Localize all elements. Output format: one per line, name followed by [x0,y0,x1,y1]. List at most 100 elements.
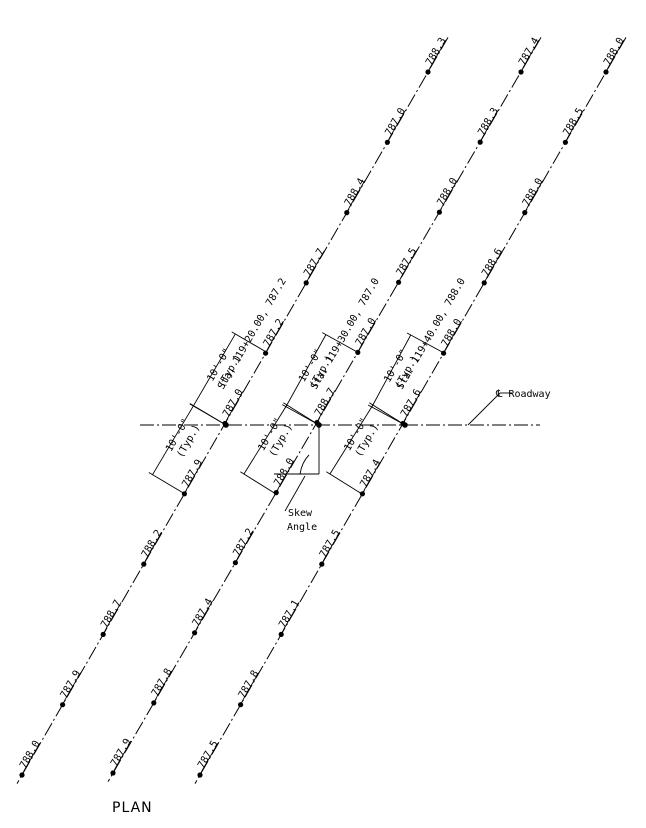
elevation-label: 787.5 [318,528,343,560]
elevation-leader [321,557,326,565]
elevation-label: 788.0 [272,457,297,489]
elevation-label: 788.7 [99,598,124,630]
elevation-underline [115,740,132,768]
elevation-label: 787.4 [191,597,216,629]
elevation-label: 787.4 [517,36,542,68]
elevation-leader [346,206,351,213]
elevation-underline [523,39,540,67]
elevation-underline [442,179,458,207]
elevation-leader [143,557,148,565]
elevation-underline [197,600,213,628]
skew-label-line1: Skew [288,508,313,519]
elevation-underline [308,250,325,278]
elevation-leader [316,416,321,423]
elevation-label: 787.9 [59,669,84,701]
elevation-underline [319,390,336,417]
elevation-leader [361,487,366,495]
elevation-label: 787.7 [302,247,327,279]
elevation-underline [486,250,503,278]
elevation-point [151,700,157,706]
elevation-leader [386,136,391,143]
elevation-underline [390,110,406,137]
skew-angle-arc [299,454,310,475]
elevation-underline [278,460,295,487]
elevation-point [238,702,244,708]
elevation-leader [427,65,432,73]
elevation-leader [153,696,158,704]
elevation-underline [238,530,254,557]
elevation-label: 788.0 [435,176,460,208]
skew-label-line2: Angle [287,522,317,533]
elevation-leader [357,346,362,353]
elevation-point [60,702,66,708]
elevation-label: 787.0 [383,106,408,138]
dim-extension [148,472,186,495]
elevation-underline [65,672,81,699]
elevation-leader [520,65,525,73]
elevation-label: 787.9 [180,458,205,490]
elevation-leader [21,768,26,776]
dim-line [329,404,374,475]
elevation-leader [183,487,188,495]
elevation-leader [479,135,484,143]
elevation-underline [105,602,122,629]
elevation-underline [324,531,341,559]
elevation-underline [365,461,381,489]
elevation-underline [283,602,300,629]
elevation-label: 788.0 [521,177,546,209]
elevation-leader [234,556,239,563]
elevation-leader [398,276,403,283]
elevation-label: 788.0 [602,36,627,68]
plan-title: PLAN [112,800,153,816]
elevation-leader [443,346,448,354]
elevation-leader [102,628,107,635]
elevation-label: 787.5 [395,246,420,278]
elevation-label: 787.2 [231,527,256,559]
elevation-label: 787.4 [358,458,383,490]
line-group: 788.3787.0788.4787.7787.2787.0787.9788.2… [16,36,627,784]
elevation-underline [608,39,625,67]
dim-extension [406,332,445,354]
dim-extension [326,471,363,495]
elevation-underline [360,320,377,347]
elevation-underline [268,320,284,348]
dim-extension [322,332,360,354]
skew-leader [284,475,306,512]
roadway-leader [467,392,501,426]
elevation-leader [194,626,199,634]
elevation-point [232,560,238,566]
elevation-underline [527,180,544,207]
elevation-underline [202,742,219,770]
elevation-label: 787.8 [237,669,262,701]
elevation-label: 788.3 [476,106,501,138]
elevation-underline [446,320,462,348]
elevation-underline [349,180,366,207]
elevation-underline [187,461,203,489]
dim-extension [189,403,227,426]
elevation-underline [156,670,173,698]
roadway-label: ℄ Roadway [495,389,551,400]
elevation-point [192,630,198,636]
elevation-label: 787.8 [150,667,175,699]
elevation-label: 788.5 [561,106,586,138]
dim-line [371,334,412,408]
elevation-label: 787.6 [399,387,424,419]
elevation-leader [402,417,407,424]
elevation-leader [280,628,285,635]
elevation-label: 788.4 [343,177,368,209]
elevation-underline [227,391,244,418]
elevation-underline [482,109,499,137]
elevation-leader [240,698,245,705]
elevation-leader [483,276,488,284]
elevation-leader [438,205,443,213]
elevation-underline [146,531,163,559]
elevation-label: 787.9 [109,737,134,769]
dim-line [192,333,236,407]
elevation-leader [275,486,280,493]
elevation-leader [112,766,117,774]
elevation-leader [524,206,529,213]
elevation-underline [405,391,422,418]
elevation-label: 788.3 [424,36,449,68]
dim-extension [240,471,277,495]
